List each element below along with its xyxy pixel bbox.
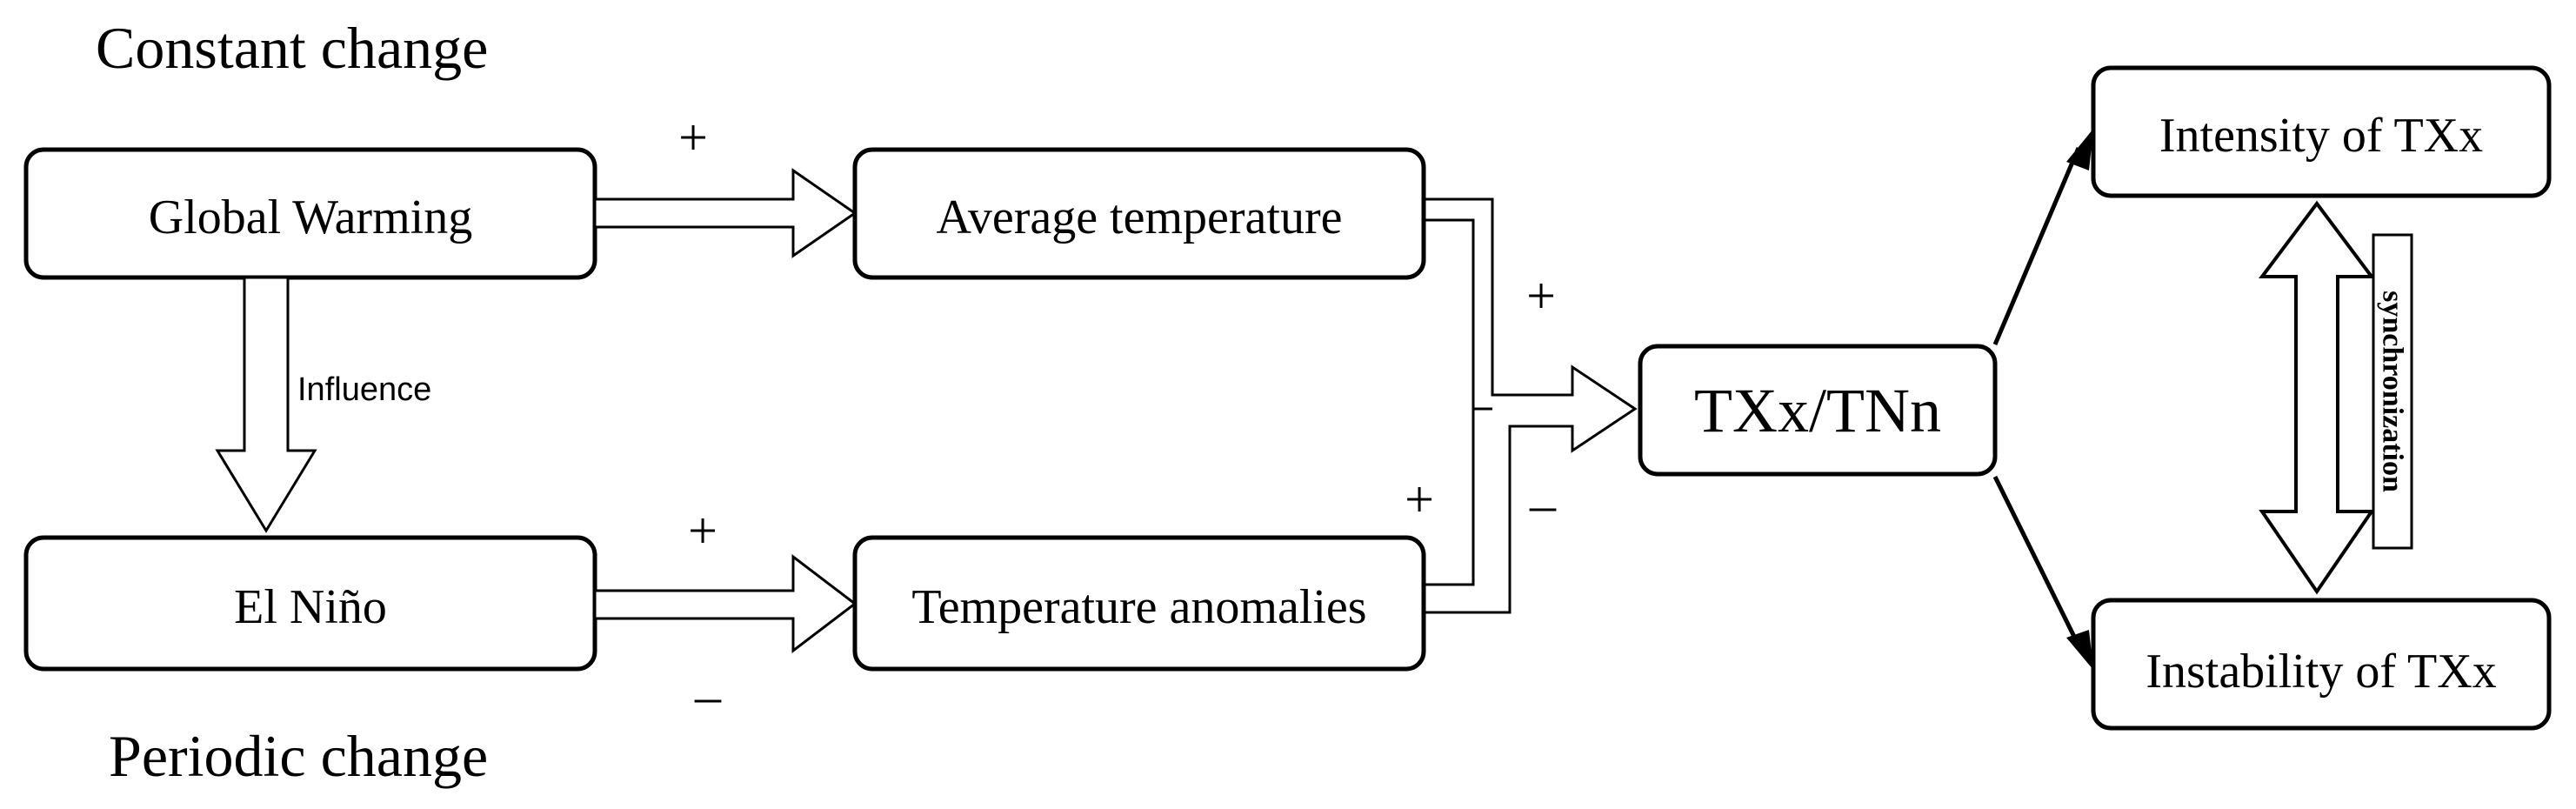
sign-gw-to-avg: +: [678, 109, 708, 166]
synchronization-label: synchronization: [2377, 291, 2409, 492]
arrow-txx-to-intensity-line: [1992, 147, 2081, 345]
sign-anom-to-txx-minus: –: [1529, 476, 1557, 533]
el-nino-node: El Niño: [23, 535, 597, 672]
connector-anom-to-txx: [1424, 218, 1475, 586]
txx-tnn-node: TXx/TNn: [1638, 344, 1998, 477]
average-temperature-node: Average temperature: [852, 147, 1426, 280]
arrow-txx-to-instability-head: [2066, 630, 2093, 670]
synchronization-label-box: [2372, 233, 2413, 550]
connector-avg-to-txx: [1424, 197, 1638, 614]
sign-anom-to-txx-plus: +: [1405, 471, 1434, 528]
sign-nino-to-anom-minus: –: [694, 667, 722, 725]
el-nino-label: El Niño: [234, 580, 387, 634]
intensity-node: Intensity of TXx: [2091, 65, 2552, 198]
periodic-change-label: Periodic change: [109, 723, 488, 789]
constant-change-label: Constant change: [96, 15, 488, 81]
instability-label: Instability of TXx: [2146, 645, 2496, 699]
global-warming-node: Global Warming: [23, 147, 597, 280]
arrow-gw-to-nino: [215, 276, 317, 533]
average-temperature-label: Average temperature: [937, 191, 1343, 244]
temperature-anomalies-node: Temperature anomalies: [852, 535, 1426, 672]
arrow-txx-to-intensity-head: [2066, 129, 2093, 170]
temperature-anomalies-label: Temperature anomalies: [911, 580, 1366, 634]
global-warming-label: Global Warming: [149, 191, 472, 244]
arrow-synchronization: [2259, 200, 2375, 595]
sign-nino-to-anom-plus: +: [688, 502, 717, 559]
arrow-nino-to-anom: [593, 553, 858, 654]
txx-tnn-label: TXx/TNn: [1694, 376, 1941, 445]
instability-node: Instability of TXx: [2091, 598, 2552, 731]
sign-avg-to-txx: +: [1526, 267, 1556, 324]
arrow-gw-to-avg: [593, 168, 858, 258]
arrow-txx-to-instability-line: [1992, 475, 2081, 647]
influence-label: Influence: [297, 371, 431, 408]
intensity-label: Intensity of TXx: [2159, 109, 2483, 163]
